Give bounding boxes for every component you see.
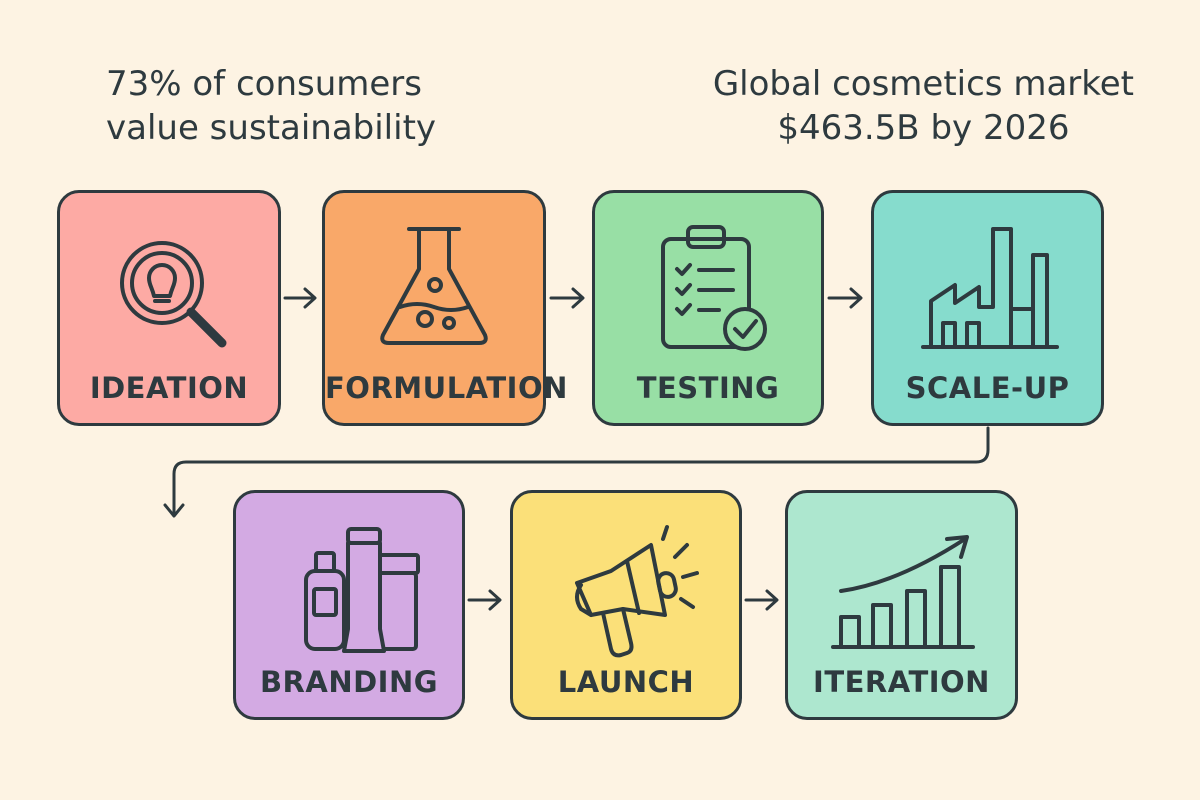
stat-left-line1: 73% of consumers xyxy=(106,64,422,104)
stage-label: FORMULATION xyxy=(325,371,568,405)
stage-iteration: ITERATION xyxy=(785,490,1018,720)
stage-ideation: IDEATION xyxy=(57,190,281,426)
market-size-stat: Global cosmetics market $463.5B by 2026 xyxy=(713,62,1134,150)
consumer-sustainability-stat: 73% of consumers value sustainability xyxy=(106,62,436,150)
stage-formulation: FORMULATION xyxy=(322,190,568,426)
stage-label: SCALE-UP xyxy=(905,371,1070,405)
stat-right-line2: $463.5B by 2026 xyxy=(777,108,1070,148)
stage-testing: TESTING xyxy=(592,190,824,426)
arrow-testing-to-scaleup xyxy=(827,287,863,309)
stage-label: LAUNCH xyxy=(557,665,695,699)
arrow-branding-to-launch xyxy=(467,589,502,611)
arrow-ideation-to-formulation xyxy=(283,287,317,309)
stage-scaleup: SCALE-UP xyxy=(871,190,1104,426)
stage-label: ITERATION xyxy=(813,665,990,699)
stat-right-line1: Global cosmetics market xyxy=(712,64,1134,104)
lightbulb-magnifier-icon xyxy=(120,241,227,348)
stage-label: BRANDING xyxy=(259,665,439,699)
arrow-formulation-to-testing xyxy=(549,287,585,309)
arrow-launch-to-iteration xyxy=(744,589,779,611)
growth-chart-icon xyxy=(830,535,975,649)
clipboard-check-icon xyxy=(661,225,767,351)
cosmetic-products-icon xyxy=(304,527,420,653)
stage-label: TESTING xyxy=(636,371,780,405)
stage-branding: BRANDING xyxy=(233,490,465,720)
stage-launch: LAUNCH xyxy=(510,490,742,720)
arrow-scaleup-to-branding xyxy=(163,426,990,518)
factory-icon xyxy=(920,227,1059,349)
stage-label: IDEATION xyxy=(89,371,249,405)
megaphone-icon xyxy=(575,525,699,658)
flask-icon xyxy=(380,227,488,345)
stat-left-line2: value sustainability xyxy=(106,108,437,148)
